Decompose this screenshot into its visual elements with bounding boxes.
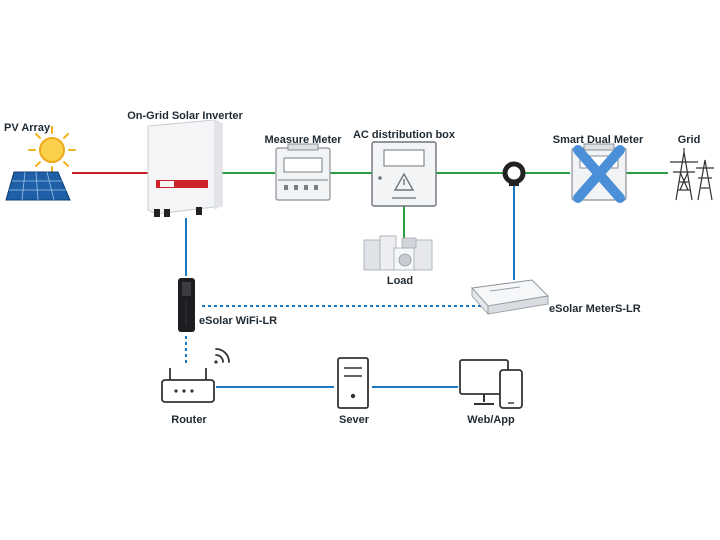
meter-module-icon xyxy=(471,279,550,316)
inverter-label: On-Grid Solar Inverter xyxy=(127,110,243,122)
load-label: Load xyxy=(386,275,414,287)
solar-panel-sun-icon xyxy=(5,126,76,201)
din-meter-icon xyxy=(275,143,331,201)
wifi-dongle-icon xyxy=(178,278,195,332)
wireless-signal-icon xyxy=(214,348,230,364)
smart-meter-label: Smart Dual Meter xyxy=(552,134,644,146)
home-appliances-icon xyxy=(363,235,433,271)
smart-meter-crossed-icon xyxy=(571,143,627,203)
esolar-meter-label: eSolar MeterS-LR xyxy=(549,303,641,315)
power-tower-icon xyxy=(670,148,714,201)
distribution-box-icon xyxy=(371,141,437,207)
grid-label: Grid xyxy=(677,134,701,146)
monitor-phone-icon xyxy=(459,359,523,409)
server-icon xyxy=(337,357,369,409)
webapp-label: Web/App xyxy=(467,414,515,426)
esolar-wifi-label: eSolar WiFi-LR xyxy=(199,315,278,327)
pv-array-label: PV Array xyxy=(4,122,51,134)
router-icon xyxy=(161,368,215,403)
server-label: Sever xyxy=(339,414,369,426)
ac-box-label: AC distribution box xyxy=(352,129,456,141)
inverter-icon xyxy=(147,119,223,217)
connection-lines xyxy=(72,172,668,388)
current-transformer-icon xyxy=(502,161,526,186)
router-label: Router xyxy=(171,414,207,426)
measure-meter-label: Measure Meter xyxy=(264,134,342,146)
